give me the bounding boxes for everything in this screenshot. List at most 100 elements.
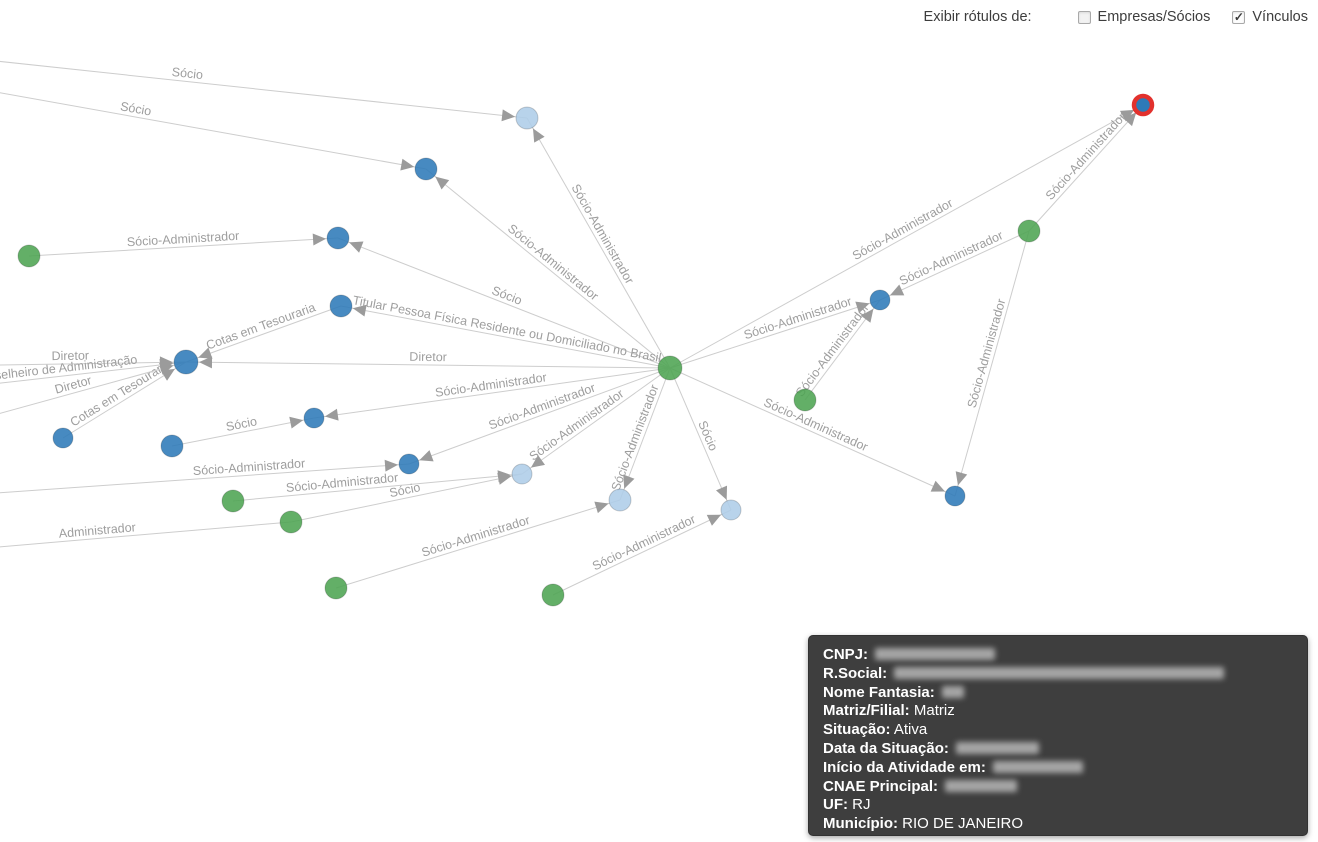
- redacted-value: [955, 741, 1039, 754]
- edge-arrowhead-icon: [530, 455, 546, 468]
- edge-line: [408, 367, 671, 465]
- edge-line: [340, 305, 671, 369]
- edge-line: [185, 361, 671, 369]
- edge-arrowhead-icon: [384, 459, 399, 472]
- edge-arrowhead-icon: [532, 128, 545, 143]
- tooltip-field-label: Início da Atividade em:: [823, 758, 986, 776]
- graph-node[interactable]: [414, 157, 438, 181]
- edge-label: Sócio-Administrador: [762, 395, 870, 454]
- tooltip-row: CNAE Principal:: [823, 778, 1293, 797]
- edge-label: Sócio-Administrador: [420, 513, 532, 560]
- edge-line: [954, 230, 1030, 497]
- tooltip-field-value: RJ: [852, 796, 871, 814]
- graph-node[interactable]: [720, 499, 742, 521]
- edge-arrowhead-icon: [594, 501, 609, 514]
- edge-label: Sócio-Administrador: [1043, 110, 1129, 203]
- edge-line: [0, 361, 187, 384]
- tooltip-row: Início da Atividade em:: [823, 759, 1293, 778]
- tooltip-field-label: R.Social:: [823, 664, 888, 682]
- graph-node[interactable]: [793, 388, 817, 412]
- edge-line: [425, 168, 671, 369]
- graph-node[interactable]: [329, 294, 353, 318]
- edge-arrowhead-icon: [501, 109, 516, 122]
- edge-line: [669, 299, 881, 369]
- graph-node[interactable]: [326, 226, 350, 250]
- tooltip-field-value: Ativa: [893, 721, 928, 739]
- edge-label: Diretor: [51, 349, 89, 364]
- graph-node[interactable]: [944, 485, 966, 507]
- graph-node[interactable]: [324, 576, 348, 600]
- edge-line: [1028, 104, 1144, 232]
- edge-line: [335, 499, 621, 589]
- edge-label: Sócio-Administrador: [285, 471, 398, 495]
- redacted-value: [992, 760, 1083, 773]
- checkbox-vinculos[interactable]: ✓: [1232, 10, 1246, 24]
- edge-label: Sócio: [119, 99, 152, 118]
- graph-node[interactable]: [608, 488, 632, 512]
- edge-line: [552, 509, 732, 596]
- graph-node[interactable]: [173, 349, 199, 375]
- tooltip-row: Município: RIO DE JANEIRO: [823, 815, 1293, 834]
- graph-node[interactable]: [398, 453, 420, 475]
- edge-label: Administrador: [58, 520, 136, 541]
- edge-line: [290, 473, 523, 523]
- edge-label: Sócio-Administrador: [897, 228, 1005, 288]
- graph-node[interactable]: [160, 434, 184, 458]
- graph-node[interactable]: [221, 489, 245, 513]
- tooltip-field-label: Situação:: [823, 721, 891, 739]
- checkbox-label-empresas-socios[interactable]: Empresas/Sócios: [1097, 9, 1211, 25]
- graph-node[interactable]: [303, 407, 325, 429]
- edge-line: [337, 237, 671, 369]
- edge-arrowhead-icon: [497, 473, 512, 485]
- edge-label: Sócio: [225, 414, 258, 434]
- tooltip-field-label: Matriz/Filial:: [823, 702, 910, 720]
- tooltip-field-label: UF:: [823, 796, 848, 814]
- edge-arrowhead-icon: [706, 514, 722, 526]
- edge-label: Sócio-Administrador: [126, 229, 239, 250]
- edge-line: [521, 367, 671, 475]
- tooltip-field-label: CNAE Principal:: [823, 777, 939, 795]
- checkbox-group-vinculos: ✓ Vínculos: [1232, 9, 1308, 25]
- edge-label: Sócio-Administrador: [569, 182, 637, 287]
- graph-node[interactable]: [17, 244, 41, 268]
- checkbox-empresas-socios[interactable]: [1077, 10, 1091, 24]
- edge-arrowhead-icon: [889, 284, 905, 296]
- edge-arrowhead-icon: [349, 241, 364, 253]
- edge-arrowhead-icon: [435, 176, 450, 190]
- checkbox-group-empresas-socios: Empresas/Sócios: [1077, 9, 1211, 25]
- edge-label: Sócio: [388, 480, 422, 500]
- tooltip-field-label: Data da Situação:: [823, 739, 949, 757]
- checkbox-label-vinculos[interactable]: Vínculos: [1252, 9, 1308, 25]
- label-controls: Exibir rótulos de: Empresas/Sócios ✓ Vín…: [924, 9, 1308, 25]
- edge-label: Sócio-Administrador: [434, 370, 547, 400]
- graph-node[interactable]: [541, 583, 565, 607]
- edge-arrowhead-icon: [289, 416, 304, 429]
- graph-node-selected[interactable]: [1131, 93, 1155, 117]
- redacted-value: [945, 779, 1018, 792]
- graph-node[interactable]: [869, 289, 891, 311]
- graph-node[interactable]: [511, 463, 533, 485]
- tooltip-row: Matriz/Filial: Matriz: [823, 702, 1293, 721]
- tooltip-row: Data da Situação:: [823, 740, 1293, 759]
- edge-label: Sócio-Administrador: [965, 297, 1009, 409]
- edge-label: Sócio: [171, 65, 204, 82]
- edge-arrowhead-icon: [716, 485, 728, 500]
- tooltip-row: Nome Fantasia:: [823, 684, 1293, 703]
- graph-node[interactable]: [279, 510, 303, 534]
- edge-arrowhead-icon: [324, 408, 339, 421]
- edge-line: [0, 361, 187, 414]
- edge-arrowhead-icon: [930, 480, 945, 492]
- edge-line: [28, 237, 339, 257]
- edge-line: [669, 367, 732, 511]
- graph-node[interactable]: [1017, 219, 1041, 243]
- redacted-value: [894, 666, 1225, 679]
- graph-node[interactable]: [657, 355, 683, 381]
- graph-node[interactable]: [515, 106, 539, 130]
- edge-line: [171, 417, 315, 447]
- edge-arrowhead-icon: [860, 308, 874, 323]
- edge-arrowhead-icon: [855, 301, 870, 314]
- graph-node[interactable]: [52, 427, 74, 449]
- tooltip-field-label: Nome Fantasia:: [823, 683, 935, 701]
